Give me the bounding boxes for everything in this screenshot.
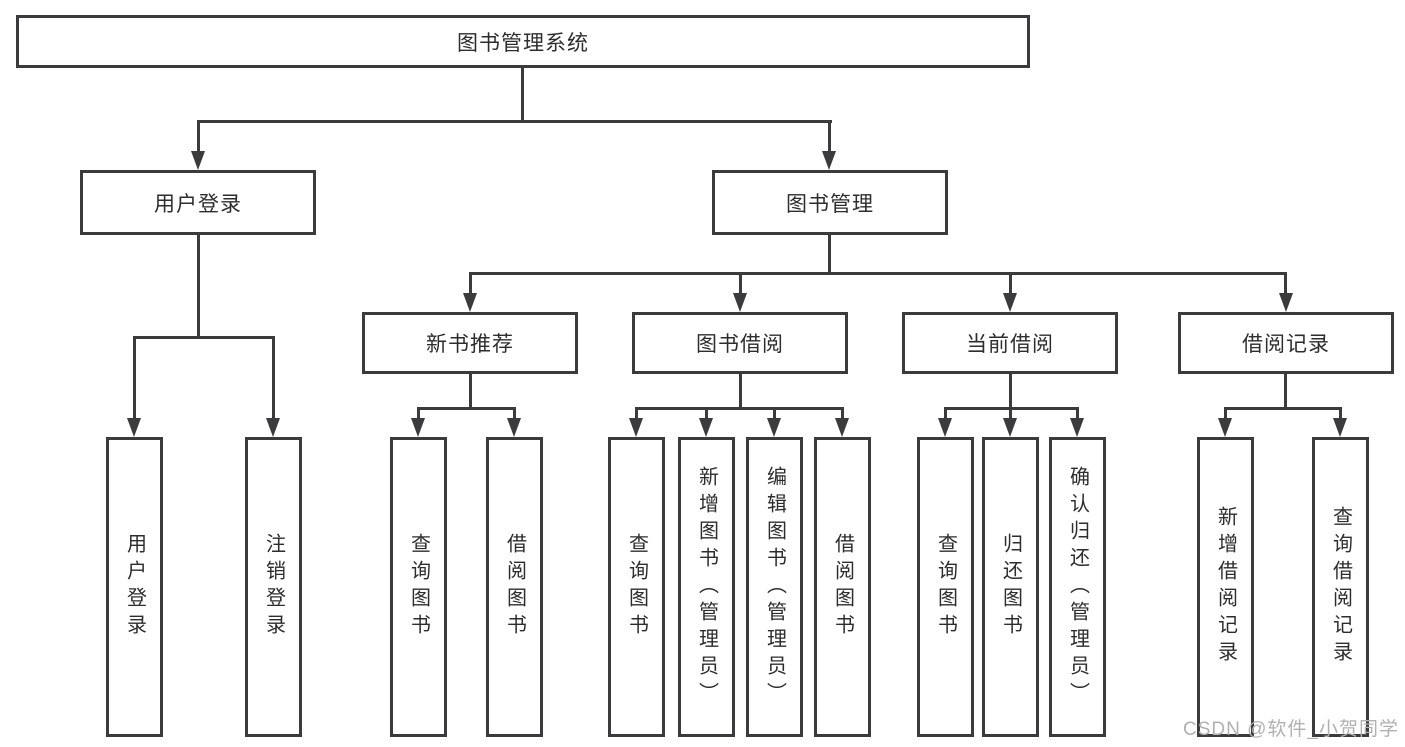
connector-leaf-stem	[417, 407, 420, 421]
connector-book-borrow-down	[739, 374, 742, 409]
connector-book-mgmt-stem	[828, 120, 831, 153]
arrow-down-icon	[507, 418, 521, 437]
connector-borrow-record-bar	[1224, 407, 1341, 410]
node-label: 借阅图书	[831, 533, 854, 641]
leaf-borrow-books: 借阅图书	[814, 437, 871, 737]
connector-leaf-stem	[1076, 407, 1079, 421]
node-library-system: 图书管理系统	[16, 15, 1030, 68]
arrow-down-icon	[411, 418, 425, 437]
connector-leaf-stem	[841, 407, 844, 421]
arrow-down-icon	[191, 151, 205, 170]
node-label: 当前借阅	[966, 333, 1054, 356]
connector-leaf-stem	[272, 336, 275, 421]
arrow-down-icon	[463, 293, 477, 312]
connector-new-book-bar	[417, 407, 515, 410]
leaf-query-books-current: 查询图书	[917, 437, 974, 737]
connector-leaf-stem	[773, 407, 776, 421]
connector-level3-bar	[469, 272, 1287, 275]
node-label: 用户登录	[123, 533, 146, 641]
node-label: 编辑图书（管理员）	[763, 465, 786, 709]
node-current-borrowing: 当前借阅	[902, 312, 1118, 374]
connector-user-login-down	[197, 235, 200, 338]
connector-root-bar	[197, 120, 832, 123]
arrow-down-icon	[1218, 418, 1232, 437]
node-label: 借阅图书	[503, 533, 526, 641]
connector-leaf-stem	[513, 407, 516, 421]
connector-book-mgmt-down	[828, 235, 831, 274]
connector-user-login-stem	[197, 120, 200, 153]
arrow-down-icon	[1070, 418, 1084, 437]
connector-book-borrow-bar	[635, 407, 843, 410]
connector-user-login-bar	[133, 336, 274, 339]
arrow-down-icon	[822, 151, 836, 170]
connector-leaf-stem	[1224, 407, 1227, 421]
connector-current-borrow-stem	[1009, 272, 1012, 296]
connector-current-borrow-down	[1009, 374, 1012, 409]
arrow-down-icon	[1279, 293, 1293, 312]
node-label: 新增图书（管理员）	[695, 465, 718, 709]
connector-leaf-stem	[635, 407, 638, 421]
node-label: 图书管理	[786, 192, 874, 216]
leaf-add-borrow-record: 新增借阅记录	[1197, 437, 1254, 737]
arrow-down-icon	[127, 418, 141, 437]
leaf-logout-login: 注销登录	[245, 437, 302, 737]
arrow-down-icon	[1003, 293, 1017, 312]
arrow-down-icon	[733, 293, 747, 312]
node-borrowing-records: 借阅记录	[1178, 312, 1394, 374]
leaf-edit-books-admin: 编辑图书（管理员）	[746, 437, 803, 737]
arrow-down-icon	[699, 418, 713, 437]
leaf-borrow-books-recommend: 借阅图书	[486, 437, 543, 737]
node-label: 用户登录	[154, 192, 242, 216]
node-new-book-recommendation: 新书推荐	[362, 312, 578, 374]
leaf-query-books-borrow: 查询图书	[608, 437, 665, 737]
connector-book-borrow-stem	[739, 272, 742, 296]
node-label: 借阅记录	[1242, 333, 1330, 356]
node-book-management: 图书管理	[712, 170, 948, 235]
node-label: 查询图书	[407, 533, 430, 641]
connector-leaf-stem	[133, 336, 136, 421]
arrow-down-icon	[1333, 418, 1347, 437]
node-label: 新增借阅记录	[1214, 506, 1237, 668]
arrow-down-icon	[835, 418, 849, 437]
node-label: 图书借阅	[696, 333, 784, 356]
connector-new-book-stem	[469, 272, 472, 296]
connector-leaf-stem	[705, 407, 708, 421]
arrow-down-icon	[767, 418, 781, 437]
connector-new-book-down	[469, 374, 472, 409]
connector-borrow-record-down	[1284, 374, 1287, 409]
leaf-query-books-recommend: 查询图书	[390, 437, 447, 737]
connector-borrow-record-stem	[1284, 272, 1287, 296]
node-label: 归还图书	[999, 533, 1022, 641]
node-label: 注销登录	[262, 533, 285, 641]
leaf-add-books-admin: 新增图书（管理员）	[678, 437, 735, 737]
node-label: 查询借阅记录	[1329, 506, 1352, 668]
connector-leaf-stem	[1009, 407, 1012, 421]
leaf-return-books: 归还图书	[982, 437, 1039, 737]
connector-leaf-stem	[944, 407, 947, 421]
arrow-down-icon	[938, 418, 952, 437]
arrow-down-icon	[1003, 418, 1017, 437]
connector-leaf-stem	[1339, 407, 1342, 421]
node-label: 查询图书	[625, 533, 648, 641]
leaf-user-login: 用户登录	[106, 437, 163, 737]
node-label: 查询图书	[934, 533, 957, 641]
node-label: 确认归还（管理员）	[1066, 465, 1089, 709]
leaf-query-borrow-record: 查询借阅记录	[1312, 437, 1369, 737]
leaf-confirm-return-admin: 确认归还（管理员）	[1049, 437, 1106, 737]
arrow-down-icon	[266, 418, 280, 437]
node-label: 图书管理系统	[457, 31, 589, 55]
watermark: CSDN @软件_小贺同学	[1183, 719, 1399, 740]
node-user-login: 用户登录	[80, 170, 316, 235]
connector-root-stem	[521, 68, 524, 120]
arrow-down-icon	[629, 418, 643, 437]
node-book-borrowing: 图书借阅	[632, 312, 848, 374]
node-label: 新书推荐	[426, 333, 514, 356]
